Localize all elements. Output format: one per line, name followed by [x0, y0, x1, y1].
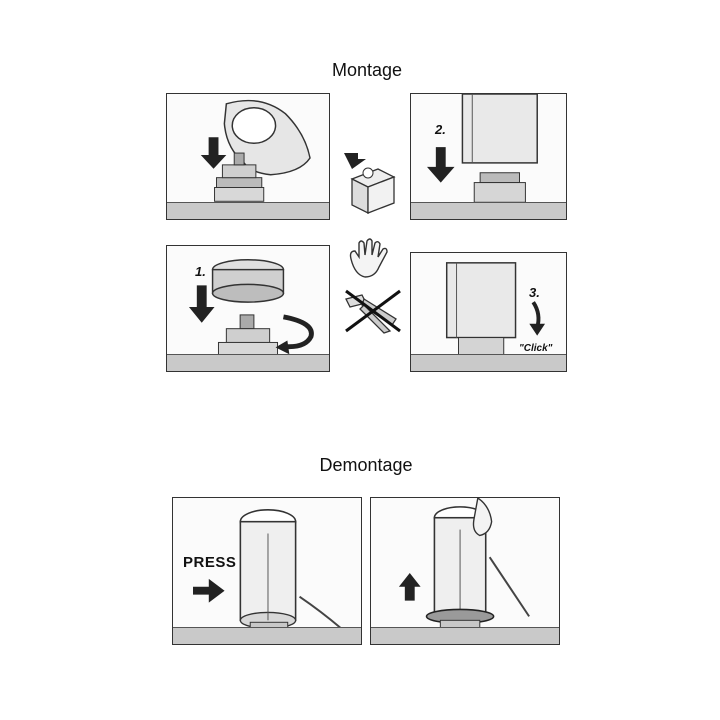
- actuator-lowering-illustration: [461, 94, 538, 203]
- click-label: "Click": [519, 343, 553, 354]
- floor: [411, 354, 566, 371]
- panel-step-1: 1.: [166, 245, 330, 372]
- step-1-label: 1.: [195, 264, 206, 279]
- panel-adapter-ring: [166, 93, 330, 220]
- hand-icon: [345, 237, 393, 281]
- panel-step-3: 3. "Click": [410, 252, 567, 372]
- adapter-screw-illustration: [211, 259, 285, 357]
- montage-title: Montage: [331, 60, 403, 80]
- step-3-label: 3.: [529, 285, 540, 300]
- step-2-label: 2.: [435, 122, 446, 137]
- rotate-arrow-icon: [275, 314, 314, 355]
- panel-step-2: 2.: [410, 93, 567, 220]
- floor: [371, 627, 559, 644]
- actuator-press-illustration: [239, 509, 342, 637]
- panel-press: PRESS: [172, 497, 362, 645]
- arrow-down-icon: [188, 285, 215, 323]
- arrow-right-icon: [193, 578, 225, 603]
- press-label: PRESS: [183, 554, 237, 571]
- panel-lift: [370, 497, 560, 645]
- floor: [167, 202, 329, 219]
- arrow-down-icon: [200, 137, 227, 169]
- curved-arrow-down-icon: [529, 301, 546, 336]
- arrow-up-icon: [398, 572, 421, 601]
- box-icon: [338, 143, 404, 215]
- floor: [411, 202, 566, 219]
- crossed-pliers-icon: [340, 285, 404, 337]
- floor: [167, 354, 329, 371]
- floor: [173, 627, 361, 644]
- demontage-title: Demontage: [319, 455, 413, 475]
- adapter-ring-illustration: [214, 99, 311, 202]
- arrow-down-icon: [426, 147, 455, 183]
- actuator-mounted-illustration: [445, 262, 517, 360]
